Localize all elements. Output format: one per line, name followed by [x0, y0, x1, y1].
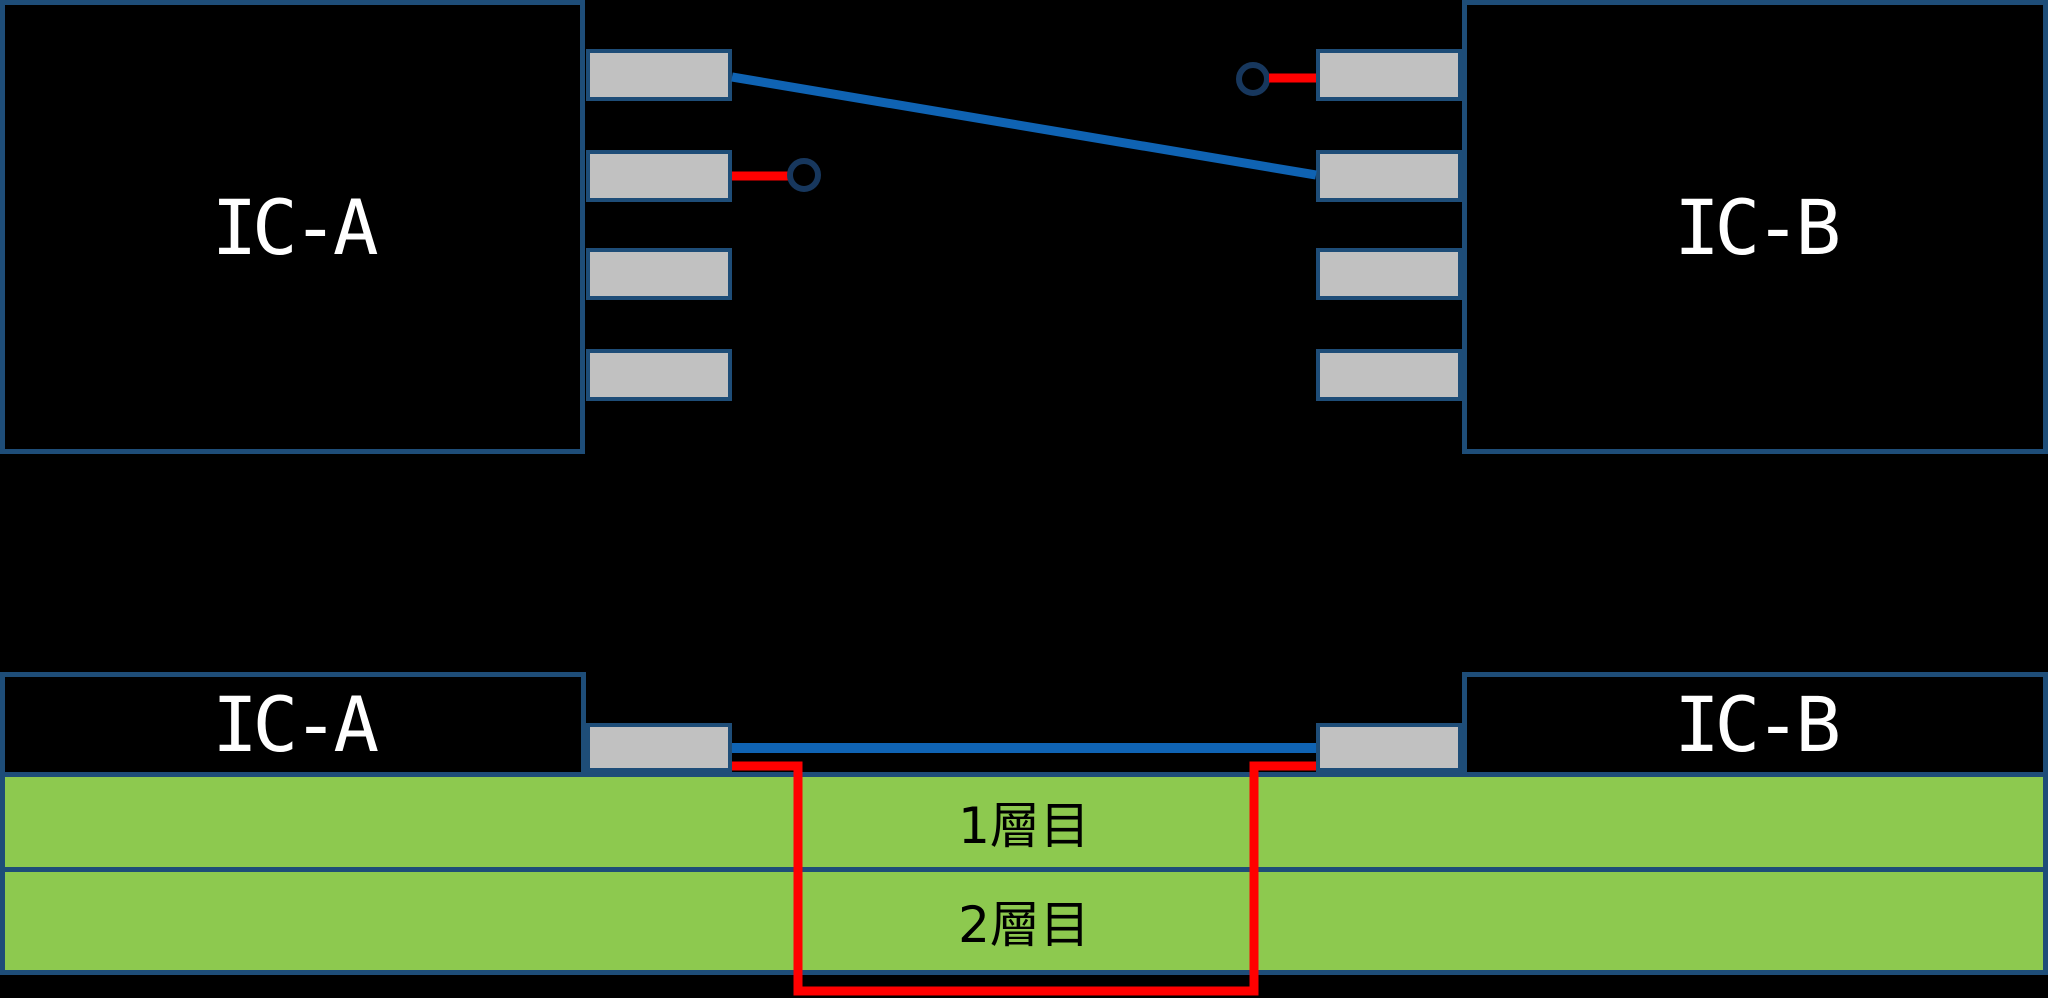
layer-1-label: 1層目: [958, 797, 1090, 855]
ic-a-bottom-pad: [586, 723, 732, 772]
ic-b-pin-3: [1316, 248, 1462, 300]
ic-a-pin-3: [586, 248, 732, 300]
layer-2: 2層目: [0, 872, 2048, 975]
ic-b-bottom-box: IC-B: [1462, 672, 2048, 772]
ic-a-top-label: IC-A: [211, 182, 379, 272]
ic-a-pin-4: [586, 349, 732, 401]
ic-b-bottom-pad: [1316, 723, 1462, 772]
ic-a-pin-1: [586, 49, 732, 101]
ic-b-top-box: IC-B: [1462, 0, 2048, 454]
ic-a-bottom-box: IC-A: [0, 672, 586, 772]
layer-1: 1層目: [0, 772, 2048, 872]
ic-b-bottom-label: IC-B: [1674, 680, 1841, 769]
ic-a-bottom-label: IC-A: [212, 680, 379, 769]
ic-b-pin-1: [1316, 49, 1462, 101]
ic-a-pin-2: [586, 150, 732, 202]
ic-b-pin-2: [1316, 150, 1462, 202]
ic-b-pin-4: [1316, 349, 1462, 401]
layer-2-label: 2層目: [958, 896, 1090, 954]
ic-b-top-label: IC-B: [1674, 182, 1841, 272]
ic-a-top-box: IC-A: [0, 0, 585, 454]
